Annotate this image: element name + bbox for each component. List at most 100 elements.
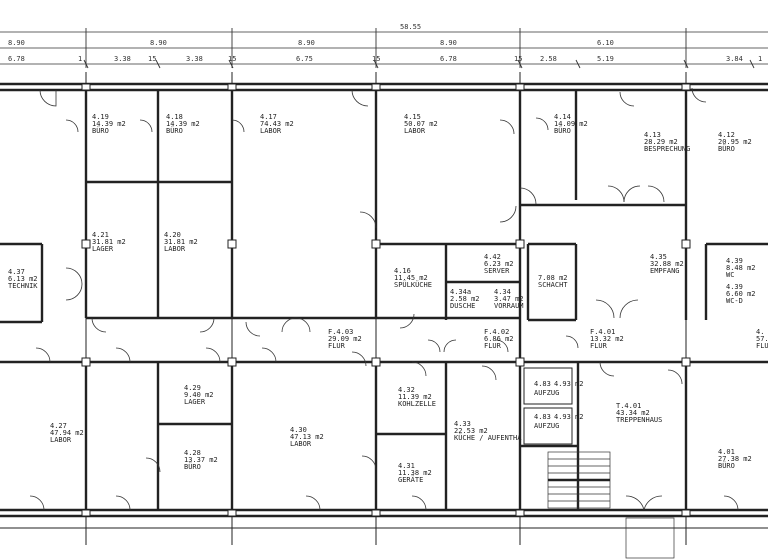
room-area: 22.53 m2	[454, 427, 488, 435]
room-f-4-01[interactable]: F.4.01 13.32 m2 FLUR	[590, 328, 624, 350]
room-f-4-03[interactable]: F.4.03 29.09 m2 FLUR	[328, 328, 362, 350]
structural-columns	[81, 83, 691, 517]
room-flur-east[interactable]: 4. 57. FLUR	[756, 328, 768, 350]
interior-walls	[0, 90, 768, 510]
dim-upper-2: 8.90	[150, 39, 167, 47]
room-name: SCHACHT	[538, 281, 568, 289]
room-area: 13.37 m2	[184, 456, 218, 464]
room-number: 4.33	[454, 420, 471, 428]
room-name: LABOR	[404, 127, 426, 135]
room-name: LABOR	[164, 245, 186, 253]
dim-upper-3: 8.90	[298, 39, 315, 47]
room-number: F.4.02	[484, 328, 509, 336]
room-area: 8.48 m2	[726, 264, 756, 272]
room-4-12[interactable]: 4.12 20.95 m2 BÜRO	[718, 131, 752, 153]
dim-upper-5: 6.10	[597, 39, 614, 47]
room-labels: 4.19 14.39 m2 BÜRO 4.18 14.39 m2 BÜRO 4.…	[8, 113, 768, 484]
room-4-42[interactable]: 4.42 6.23 m2 SERVER	[484, 253, 514, 275]
room-number: 4.34a	[450, 288, 471, 296]
room-number: 4.18	[166, 113, 183, 121]
room-area: 2.58 m2	[450, 295, 480, 303]
room-number: 4.27	[50, 422, 67, 430]
room-4-30[interactable]: 4.30 47.13 m2 LABOR	[290, 426, 324, 448]
room-area: 28.29 m2	[644, 138, 678, 146]
room-4-01[interactable]: 4.01 27.38 m2 BÜRO	[718, 448, 752, 470]
room-area: 11.39 m2	[398, 393, 432, 401]
room-number: 4.28	[184, 449, 201, 457]
room-4-34a[interactable]: 4.34a 2.58 m2 DUSCHE	[450, 288, 480, 310]
room-4-28[interactable]: 4.28 13.37 m2 BÜRO	[184, 449, 218, 471]
room-area: 57.	[756, 335, 768, 343]
room-area: 74.43 m2	[260, 120, 294, 128]
room-name: LABOR	[260, 127, 282, 135]
room-t-4-01[interactable]: T.4.01 43.34 m2 TREPPENHAUS	[616, 402, 662, 424]
room-number: 4.42	[484, 253, 501, 261]
room-area: 31.81 m2	[92, 238, 126, 246]
dim-upper-1: 8.90	[8, 39, 25, 47]
room-4-17[interactable]: 4.17 74.43 m2 LABOR	[260, 113, 294, 135]
room-area: 6.23 m2	[484, 260, 514, 268]
room-4-39-wc-d[interactable]: 4.39 6.60 m2 WC-D	[726, 283, 756, 305]
room-number: F.4.03	[328, 328, 353, 336]
room-area: 6.60 m2	[726, 290, 756, 298]
room-4-29[interactable]: 4.29 9.40 m2 LAGER	[184, 384, 214, 406]
room-4-16[interactable]: 4.16 11.45 m2 SPÜLKÜCHE	[394, 267, 432, 289]
room-schacht[interactable]: 7.08 m2 SCHACHT	[538, 274, 568, 289]
room-4-18[interactable]: 4.18 14.39 m2 BÜRO	[166, 113, 200, 135]
room-elevator-1[interactable]: 4.83 4.93 m2 AUFZUG	[534, 380, 584, 397]
dim-lower-6: 15	[228, 55, 236, 63]
room-name: LABOR	[50, 436, 72, 444]
room-number: 4.35	[650, 253, 667, 261]
dim-lower-10: 15	[514, 55, 522, 63]
room-name: WC	[726, 271, 734, 279]
room-area: 9.40 m2	[184, 391, 214, 399]
room-4-14[interactable]: 4.14 14.09 m2 BÜRO	[554, 113, 588, 135]
dim-lower-9: 6.78	[440, 55, 457, 63]
room-name: VORRAUM	[494, 302, 524, 310]
dimension-chains: 58.55 8.90 8.90 8.90 8.90 6.10 6.78 1 3.…	[0, 23, 768, 69]
room-4-35[interactable]: 4.35 32.88 m2 EMPFANG	[650, 253, 684, 275]
room-number: 4.21	[92, 231, 109, 239]
room-4-34[interactable]: 4.34 3.47 m2 VORRAUM	[494, 288, 524, 310]
room-area: 3.47 m2	[494, 295, 524, 303]
room-number: 4.39	[726, 283, 743, 291]
room-name: LAGER	[184, 398, 206, 406]
room-area: 6.13 m2	[8, 275, 38, 283]
room-4-13[interactable]: 4.13 28.29 m2 BESPRECHUNG	[644, 131, 690, 153]
dim-lower-8: 15	[372, 55, 380, 63]
room-area: 6.86 m2	[484, 335, 514, 343]
room-f-4-02[interactable]: F.4.02 6.86 m2 FLUR	[484, 328, 514, 350]
room-elevator-2[interactable]: 4.83 4.93 m2 AUFZUG	[534, 413, 584, 430]
room-area: 32.88 m2	[650, 260, 684, 268]
room-number: 4.30	[290, 426, 307, 434]
room-number: 4.83	[534, 380, 551, 388]
axis-lines	[85, 72, 687, 545]
room-number: 4.13	[644, 131, 661, 139]
room-area: 47.13 m2	[290, 433, 324, 441]
room-4-31[interactable]: 4.31 11.38 m2 GERÄTE	[398, 462, 432, 484]
room-name: DUSCHE	[450, 302, 475, 310]
room-4-27[interactable]: 4.27 47.94 m2 LABOR	[50, 422, 84, 444]
room-4-39-wc[interactable]: 4.39 8.48 m2 WC	[726, 257, 756, 279]
elevators	[523, 367, 573, 445]
room-name: BÜRO	[166, 126, 183, 135]
room-4-37[interactable]: 4.37 6.13 m2 TECHNIK	[8, 268, 38, 290]
room-area: 14.09 m2	[554, 120, 588, 128]
room-4-21[interactable]: 4.21 31.81 m2 LAGER	[92, 231, 126, 253]
room-4-15[interactable]: 4.15 50.07 m2 LABOR	[404, 113, 438, 135]
room-name: FLUR	[328, 342, 346, 350]
room-number: 4.12	[718, 131, 735, 139]
dim-lower-1: 6.78	[8, 55, 25, 63]
room-4-33[interactable]: 4.33 22.53 m2 KÜCHE / AUFENTHA	[454, 420, 522, 442]
room-4-32[interactable]: 4.32 11.39 m2 KOHLZELLE	[398, 386, 436, 408]
room-number: 4.20	[164, 231, 181, 239]
dim-lower-13: 3.84	[726, 55, 743, 63]
room-4-19[interactable]: 4.19 14.39 m2 BÜRO	[92, 113, 126, 135]
room-4-20[interactable]: 4.20 31.81 m2 LABOR	[164, 231, 198, 253]
dim-upper-4: 8.90	[440, 39, 457, 47]
room-number: 4.34	[494, 288, 511, 296]
room-name: AUFZUG	[534, 422, 559, 430]
room-area: 13.32 m2	[590, 335, 624, 343]
room-name: BÜRO	[718, 144, 735, 153]
room-name: GERÄTE	[398, 475, 423, 484]
